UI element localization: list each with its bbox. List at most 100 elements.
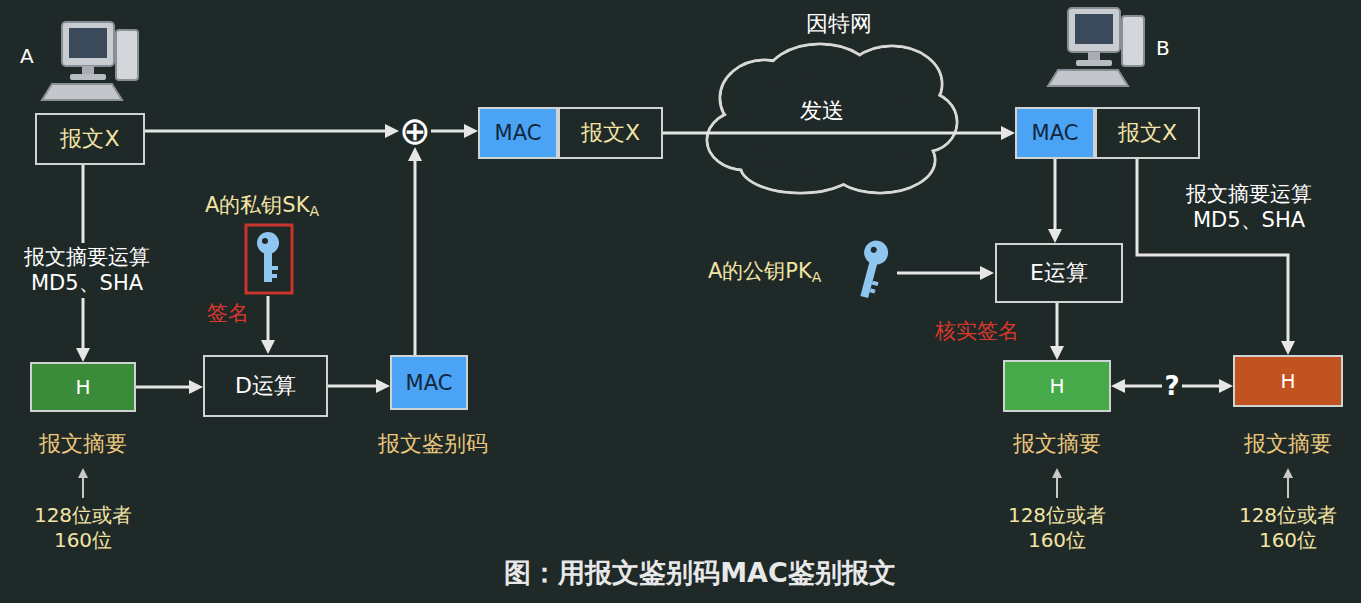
node-text: H	[1280, 369, 1295, 393]
caption-box: 图：用报文鉴别码MAC鉴别报文	[380, 556, 1020, 590]
caption-label: 报文摘要	[1013, 431, 1101, 456]
node-text: 报文X	[581, 118, 640, 148]
key-arrow	[897, 272, 980, 275]
label-box: 因特网	[806, 10, 872, 38]
label-box: 签名	[207, 300, 249, 326]
edge-label: 报文摘要运算 MD5、SHA	[24, 245, 150, 295]
key-label: A的公钥PK	[708, 259, 812, 283]
connector	[663, 126, 1015, 140]
connector	[1048, 159, 1062, 243]
label-box: A的私钥SKA	[205, 192, 319, 221]
arrow-head	[189, 380, 203, 394]
arrow-head	[1052, 468, 1062, 478]
key-arrow	[267, 296, 270, 340]
send-label: 发送	[800, 98, 844, 123]
connector	[431, 124, 478, 138]
pointer-arrow	[1056, 478, 1058, 498]
subscript: A	[812, 269, 822, 285]
mac-box: MAC	[1015, 107, 1095, 159]
connector-line	[1054, 159, 1057, 229]
arrow-head	[1111, 379, 1125, 393]
label-box: B	[1156, 36, 1170, 61]
label-box: 报文摘要	[997, 430, 1117, 458]
node-text: 报文X	[1118, 118, 1177, 148]
message-box: 报文X	[558, 107, 663, 159]
edge-label: 报文摘要运算 MD5、SHA	[1186, 182, 1312, 232]
bit-length: 128位或者 160位	[34, 503, 132, 552]
internet-cloud	[707, 44, 957, 193]
arrow-head	[76, 348, 90, 362]
arrow-head	[1283, 468, 1293, 478]
bit-length: 128位或者 160位	[1239, 503, 1337, 552]
private-key	[246, 225, 292, 293]
connector-line	[145, 130, 385, 133]
mac-box: MAC	[390, 355, 468, 410]
arrow-head	[78, 468, 88, 478]
caption-label: 报文鉴别码	[378, 431, 488, 456]
arrow-head	[464, 124, 478, 138]
verify-label: 核实签名	[935, 319, 1019, 343]
label-box: 报文摘要	[1228, 430, 1348, 458]
key-label: A的私钥SK	[205, 193, 309, 217]
mac-box: MAC	[478, 107, 558, 159]
digest-box: H	[30, 362, 136, 412]
arrow-head	[980, 266, 994, 280]
arrow-head	[1001, 126, 1015, 140]
caption-label: 报文摘要	[39, 431, 127, 456]
public-key	[853, 238, 891, 300]
bit-length: 128位或者 160位	[1008, 503, 1106, 552]
label-box: 128位或者 160位	[1002, 503, 1112, 553]
connector	[1050, 303, 1064, 360]
label-box: 128位或者 160位	[1233, 503, 1343, 553]
connector	[136, 380, 203, 394]
node-text: E运算	[1030, 258, 1088, 288]
connector-line	[414, 161, 417, 355]
process-box: D运算	[203, 355, 328, 417]
node-text: MAC	[495, 121, 542, 145]
edge-label-box: ?	[1162, 369, 1181, 404]
connector	[408, 147, 422, 355]
edge-label-box: 报文摘要运算 MD5、SHA	[5, 243, 169, 298]
node-text: MAC	[406, 371, 453, 395]
connector-line	[663, 132, 1001, 135]
node-text: H	[75, 375, 90, 399]
computer-icon	[42, 22, 138, 100]
subscript: A	[309, 203, 319, 219]
edge-label-box: 报文摘要运算 MD5、SHA	[1163, 180, 1335, 235]
label-box: 报文摘要	[23, 430, 143, 458]
label-box: 128位或者 160位	[28, 503, 138, 553]
connector-line	[431, 130, 464, 133]
computer-icon	[1048, 8, 1144, 86]
arrow-head	[408, 147, 422, 161]
node-text: ⊕	[399, 115, 431, 147]
label-box: A	[20, 44, 34, 69]
edge-label: ?	[1164, 371, 1179, 401]
connector-line	[136, 386, 189, 389]
xor-symbol: ⊕	[399, 115, 431, 147]
message-box: 报文X	[35, 113, 145, 165]
arrow-head	[1219, 379, 1233, 393]
arrow-head	[376, 379, 390, 393]
label-box: 发送	[800, 97, 844, 125]
digest-box: H	[1003, 360, 1111, 412]
connector-line	[328, 385, 376, 388]
figure-caption: 图：用报文鉴别码MAC鉴别报文	[504, 557, 896, 588]
node-text: H	[1049, 374, 1064, 398]
node-text: 报文X	[60, 124, 119, 154]
digest-box: H	[1233, 355, 1343, 407]
arrow-head	[1050, 346, 1064, 360]
connector	[328, 379, 390, 393]
computer-label: A	[20, 44, 34, 68]
label-box: 核实签名	[935, 318, 1019, 344]
computer-label: B	[1156, 36, 1170, 60]
caption-label: 报文摘要	[1244, 431, 1332, 456]
connector	[145, 124, 399, 138]
message-box: 报文X	[1095, 107, 1200, 159]
label-box: A的公钥PKA	[708, 258, 821, 287]
arrow-head	[261, 340, 275, 354]
arrow-head	[1281, 341, 1295, 355]
node-text: MAC	[1032, 121, 1079, 145]
